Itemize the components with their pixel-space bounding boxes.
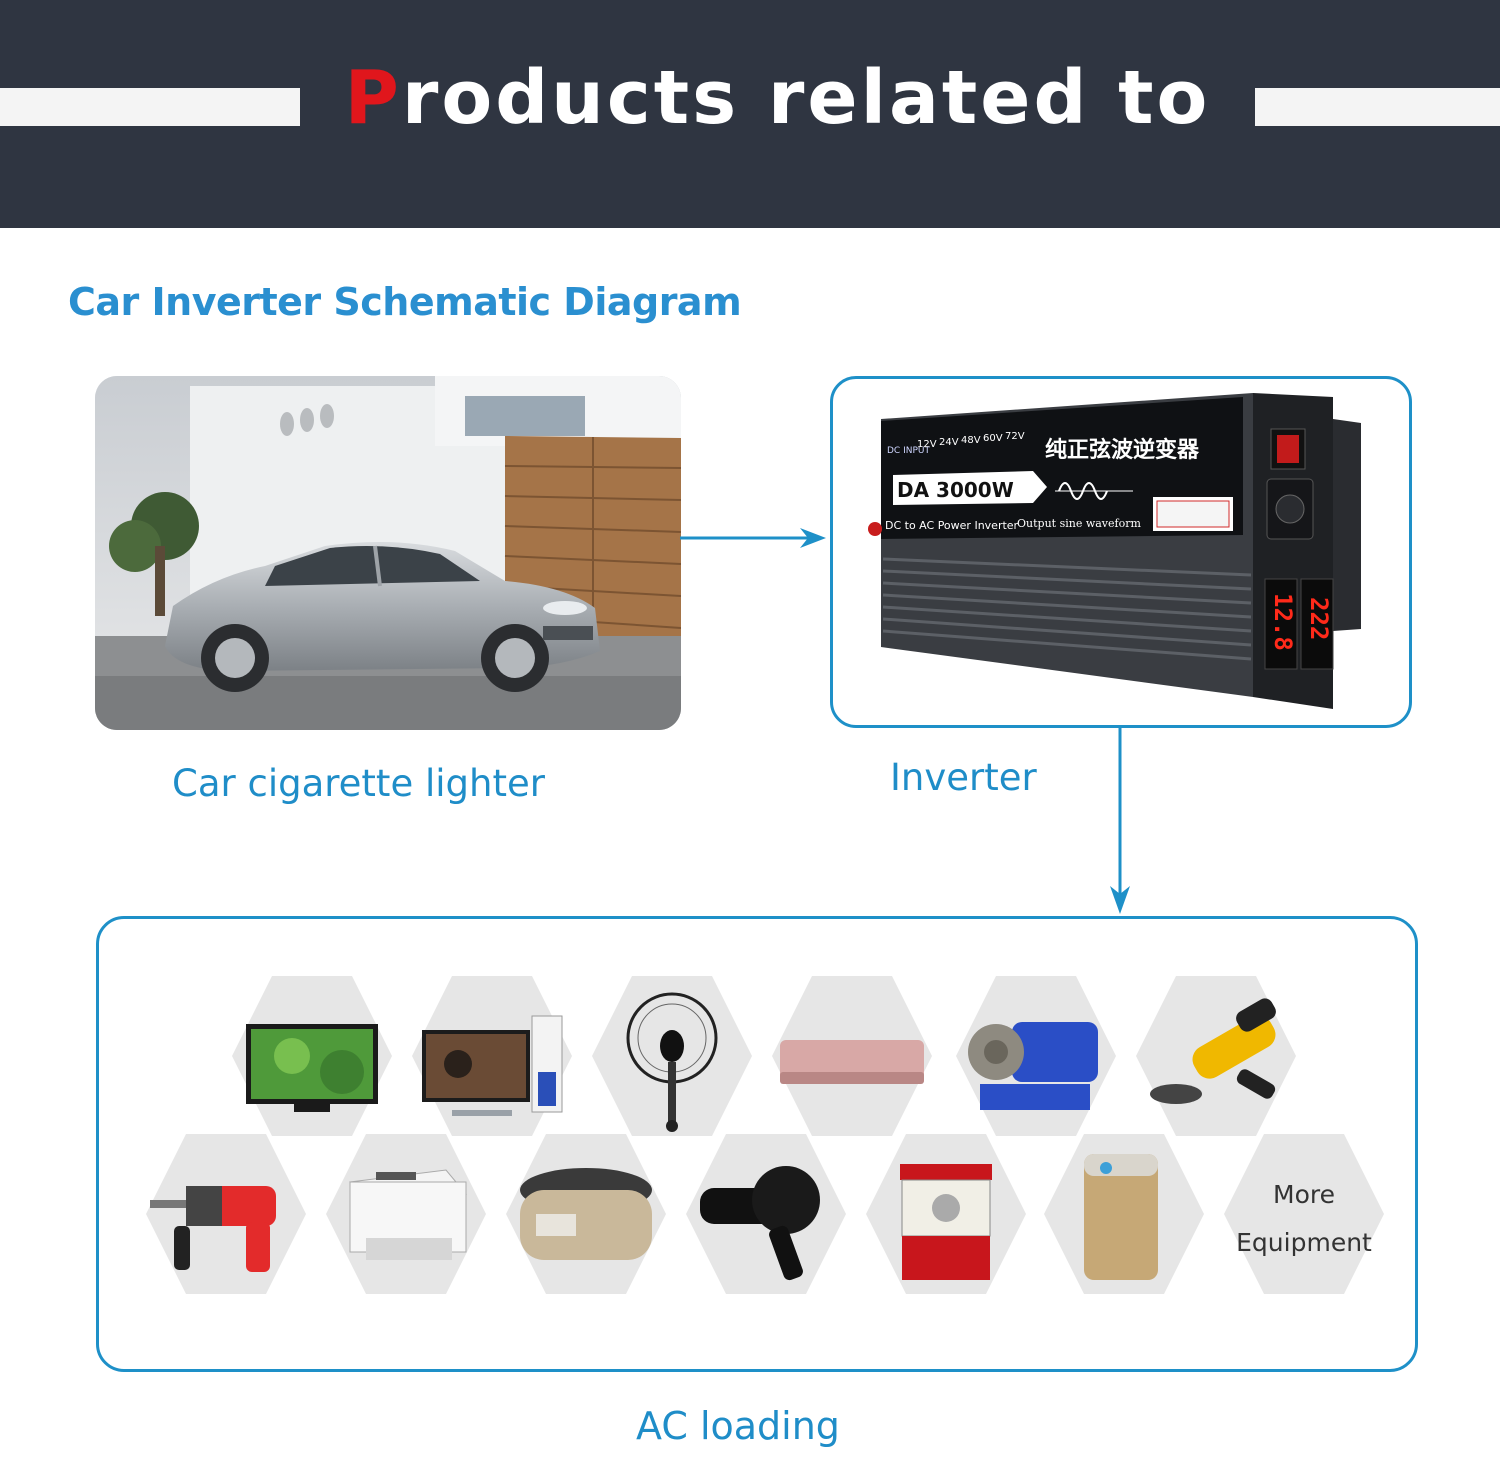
voltage-60v: 60V	[983, 433, 1003, 444]
more-equipment-line2: Equipment	[1236, 1228, 1372, 1257]
inverter-chinese-title: 纯正弦波逆变器	[1045, 437, 1200, 463]
voltage-12v: 12V	[917, 439, 937, 450]
desktop-computer-icon	[412, 976, 572, 1136]
banner-title: Products related to	[300, 52, 1255, 144]
inverter-illustration: DC INPUT 12V 24V 48V 60V 72V 纯正弦波逆变器 DA …	[868, 393, 1361, 709]
inverter-output-label: Output sine waveform	[1017, 517, 1141, 530]
water-pump-icon	[956, 976, 1116, 1136]
inverter-model: DA 3000W	[897, 478, 1014, 502]
car-illustration	[95, 376, 681, 730]
inverter-subtitle: DC to AC Power Inverter	[885, 519, 1019, 532]
tv-icon	[232, 976, 392, 1136]
electric-drill-icon	[146, 1134, 306, 1294]
air-purifier-icon	[1044, 1134, 1204, 1294]
popcorn-machine-icon	[866, 1134, 1026, 1294]
car-photo	[95, 376, 681, 730]
hair-dryer-icon	[686, 1134, 846, 1294]
more-equipment-hex	[1224, 1134, 1384, 1294]
arrow-inverter-to-ac-loading	[1110, 728, 1130, 914]
banner-title-rest: roducts related to	[401, 55, 1211, 141]
voltage-48v: 48V	[961, 435, 981, 446]
arrow-car-to-inverter	[680, 528, 826, 548]
electric-fan-icon	[592, 976, 752, 1136]
voltage-24v: 24V	[939, 437, 959, 448]
rice-cooker-icon	[506, 1134, 666, 1294]
dc-input-label: DC INPUT	[887, 446, 930, 456]
header-banner: Products related to	[0, 0, 1500, 228]
printer-icon	[326, 1134, 486, 1294]
output-display: 222	[1305, 597, 1333, 640]
inverter-box: DC INPUT 12V 24V 48V 60V 72V 纯正弦波逆变器 DA …	[830, 376, 1412, 728]
banner-title-background	[300, 60, 1255, 140]
more-equipment-line1: More	[1273, 1180, 1335, 1209]
section-title: Car Inverter Schematic Diagram	[68, 280, 742, 324]
ac-loading-caption: AC loading	[636, 1404, 840, 1448]
car-caption: Car cigarette lighter	[172, 762, 545, 805]
air-conditioner-icon	[772, 976, 932, 1136]
voltage-display: 12.8	[1269, 593, 1297, 651]
inverter-caption: Inverter	[890, 756, 1037, 799]
banner-title-first-letter: P	[344, 55, 402, 141]
voltage-72v: 72V	[1005, 431, 1025, 442]
angle-grinder-icon	[1136, 976, 1296, 1136]
